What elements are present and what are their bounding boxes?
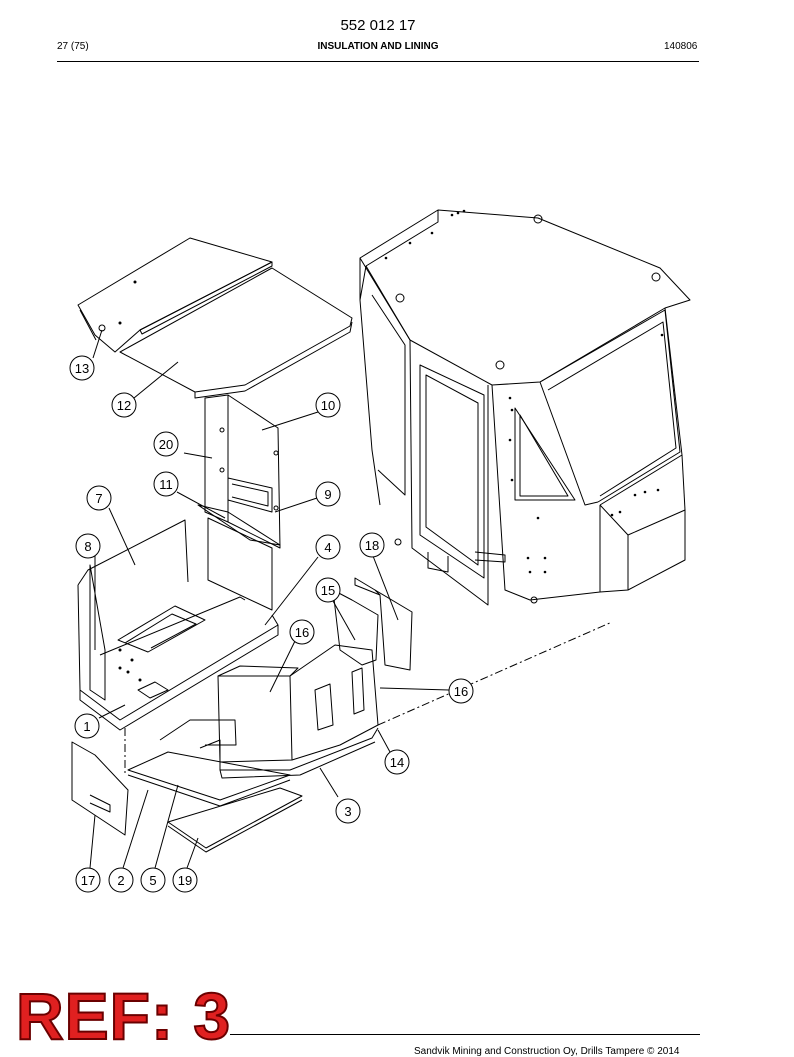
callout-3: 3 bbox=[335, 798, 361, 824]
svg-text:5: 5 bbox=[149, 873, 156, 888]
footer-rule bbox=[230, 1034, 700, 1035]
cab-body bbox=[359, 209, 691, 606]
svg-text:10: 10 bbox=[321, 398, 335, 413]
callout-16-right: 16 bbox=[448, 678, 474, 704]
callout-18: 18 bbox=[359, 532, 385, 558]
svg-text:15: 15 bbox=[321, 583, 335, 598]
section-title: INSULATION AND LINING bbox=[317, 41, 439, 52]
roof-panels bbox=[77, 237, 353, 399]
ref-stamp: REF: 3 bbox=[15, 979, 232, 1053]
callout-19: 19 bbox=[172, 867, 198, 893]
callout-7: 7 bbox=[86, 485, 112, 511]
svg-text:7: 7 bbox=[95, 491, 102, 506]
svg-text:8: 8 bbox=[84, 539, 91, 554]
leader-lines bbox=[89, 329, 450, 869]
callout-4: 4 bbox=[315, 534, 341, 560]
svg-text:19: 19 bbox=[178, 873, 192, 888]
callout-5: 5 bbox=[140, 867, 166, 893]
svg-text:13: 13 bbox=[75, 361, 89, 376]
centre-insulation bbox=[199, 577, 413, 779]
svg-text:12: 12 bbox=[117, 398, 131, 413]
callout-13: 13 bbox=[69, 355, 95, 381]
svg-text:4: 4 bbox=[324, 540, 331, 555]
callout-15: 15 bbox=[315, 577, 341, 603]
callout-9: 9 bbox=[315, 481, 341, 507]
callout-16-centre: 16 bbox=[289, 619, 315, 645]
assembly-lines bbox=[124, 621, 613, 775]
header-rule bbox=[57, 61, 699, 62]
svg-text:20: 20 bbox=[159, 437, 173, 452]
callout-1: 1 bbox=[74, 713, 100, 739]
callout-2: 2 bbox=[108, 867, 134, 893]
svg-text:18: 18 bbox=[365, 538, 379, 553]
floor-pan bbox=[77, 517, 279, 731]
copyright-notice: Sandvik Mining and Construction Oy, Dril… bbox=[414, 1046, 680, 1057]
callout-11: 11 bbox=[153, 471, 179, 497]
rear-panels bbox=[197, 394, 281, 549]
svg-text:14: 14 bbox=[390, 755, 404, 770]
page-reference: 27 (75) bbox=[57, 41, 89, 52]
svg-text:16: 16 bbox=[454, 684, 468, 699]
svg-text:17: 17 bbox=[81, 873, 95, 888]
svg-text:2: 2 bbox=[117, 873, 124, 888]
callout-20: 20 bbox=[153, 431, 179, 457]
callout-8: 8 bbox=[75, 533, 101, 559]
callout-10: 10 bbox=[315, 392, 341, 418]
svg-text:9: 9 bbox=[324, 487, 331, 502]
document-number: 552 012 17 bbox=[340, 17, 416, 34]
svg-text:1: 1 bbox=[83, 719, 90, 734]
lower-mats bbox=[71, 719, 303, 853]
svg-text:16: 16 bbox=[295, 625, 309, 640]
svg-text:3: 3 bbox=[344, 804, 351, 819]
callout-17: 17 bbox=[75, 867, 101, 893]
callout-12: 12 bbox=[111, 392, 137, 418]
svg-text:11: 11 bbox=[159, 477, 173, 492]
callout-14: 14 bbox=[384, 749, 410, 775]
date-code: 140806 bbox=[664, 41, 698, 52]
